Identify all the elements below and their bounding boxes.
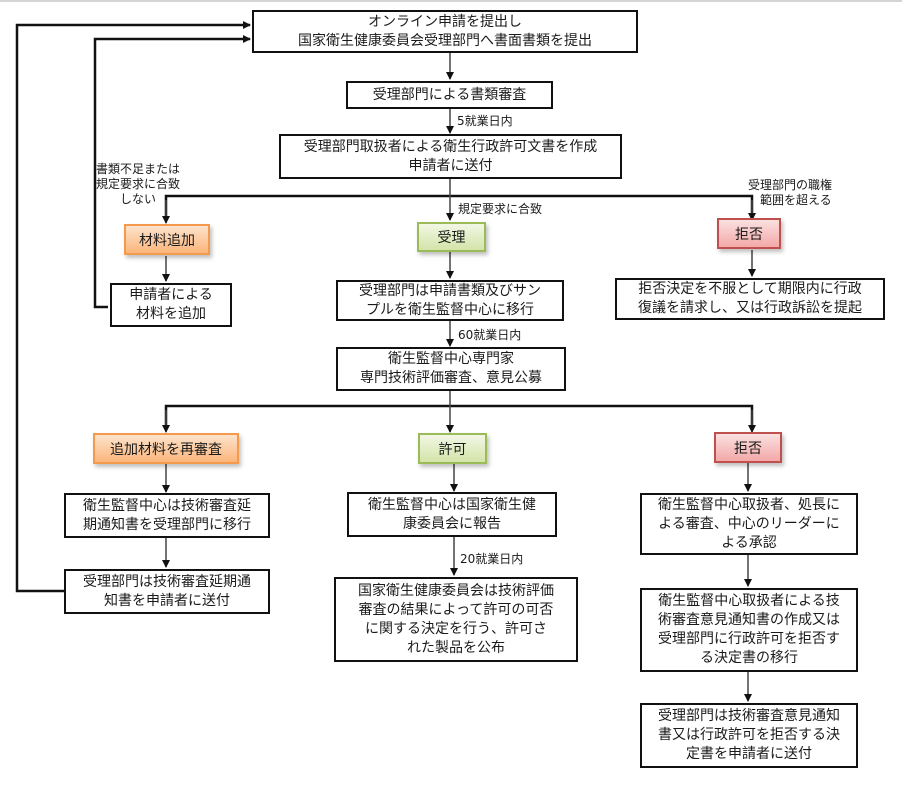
label-meets-requirements: 規定要求に合致 xyxy=(458,202,543,216)
expert-review-box: 衛生監督中心専門家 専門技術評価審査、意見公募 xyxy=(336,347,566,391)
rereview-tag: 追加材料を再審査 xyxy=(93,433,239,464)
send-refusal-box: 受理部門は技術審査意見通知 書又は行政許可を拒否する決 定書を申請者に送付 xyxy=(640,703,858,768)
loop-inner-connector xyxy=(93,35,251,309)
accept-tag: 受理 xyxy=(417,222,486,252)
document-review-box: 受理部門による書類審査 xyxy=(346,81,553,109)
center-review-approval-box: 衛生監督中心取扱者、処長に よる審査、中心のリーダーに よる承認 xyxy=(640,493,858,555)
label-20-days: 20就業日内 xyxy=(460,552,524,566)
report-to-nhc-box: 衛生監督中心は国家衛生健 康委員会に報告 xyxy=(347,492,557,537)
top-border xyxy=(0,0,902,2)
label-5-days: 5就業日内 xyxy=(457,114,513,128)
branch-second-connector xyxy=(164,404,754,430)
label-60-days: 60就業日内 xyxy=(458,328,522,342)
add-material-tag: 材料追加 xyxy=(124,224,210,255)
submit-application-box: オンライン申請を提出し 国家衛生健康委員会受理部門へ書面書類を提出 xyxy=(252,10,638,53)
decision-publish-box: 国家衛生健康委員会は技術評価 審査の結果によって許可の可否 に関する決定を行う、… xyxy=(334,577,578,662)
transfer-to-center-box: 受理部門は申請書類及びサン プルを衛生監督中心に移行 xyxy=(336,280,564,321)
opinion-notice-box: 衛生監督中心取扱者による技 術審査意見通知書の作成又は 受理部門に行政許可を拒否… xyxy=(640,588,858,672)
delay-notice-send-box: 受理部門は技術審査延期通 知書を申請者に送付 xyxy=(64,569,270,614)
label-insufficient: 書類不足または 規定要求に合致 しない xyxy=(96,162,181,206)
reject-appeal-box: 拒否決定を不服として期限内に行政 復議を請求し、又は行政訴訟を提起 xyxy=(615,278,885,320)
applicant-add-material-box: 申請者による 材料を追加 xyxy=(110,283,232,327)
loop-outer-connector xyxy=(15,21,251,593)
delay-notice-transfer-box: 衛生監督中心は技術審査延 期通知書を受理部門に移行 xyxy=(64,493,270,538)
label-beyond-authority: 受理部門の職権 範囲を超える xyxy=(748,178,833,207)
reject-tag-1: 拒否 xyxy=(717,218,781,249)
permit-tag: 許可 xyxy=(418,433,487,464)
create-permit-document-box: 受理部門取扱者による衛生行政許可文書を作成 申請者に送付 xyxy=(279,134,622,179)
reject-tag-2: 拒否 xyxy=(714,432,782,463)
